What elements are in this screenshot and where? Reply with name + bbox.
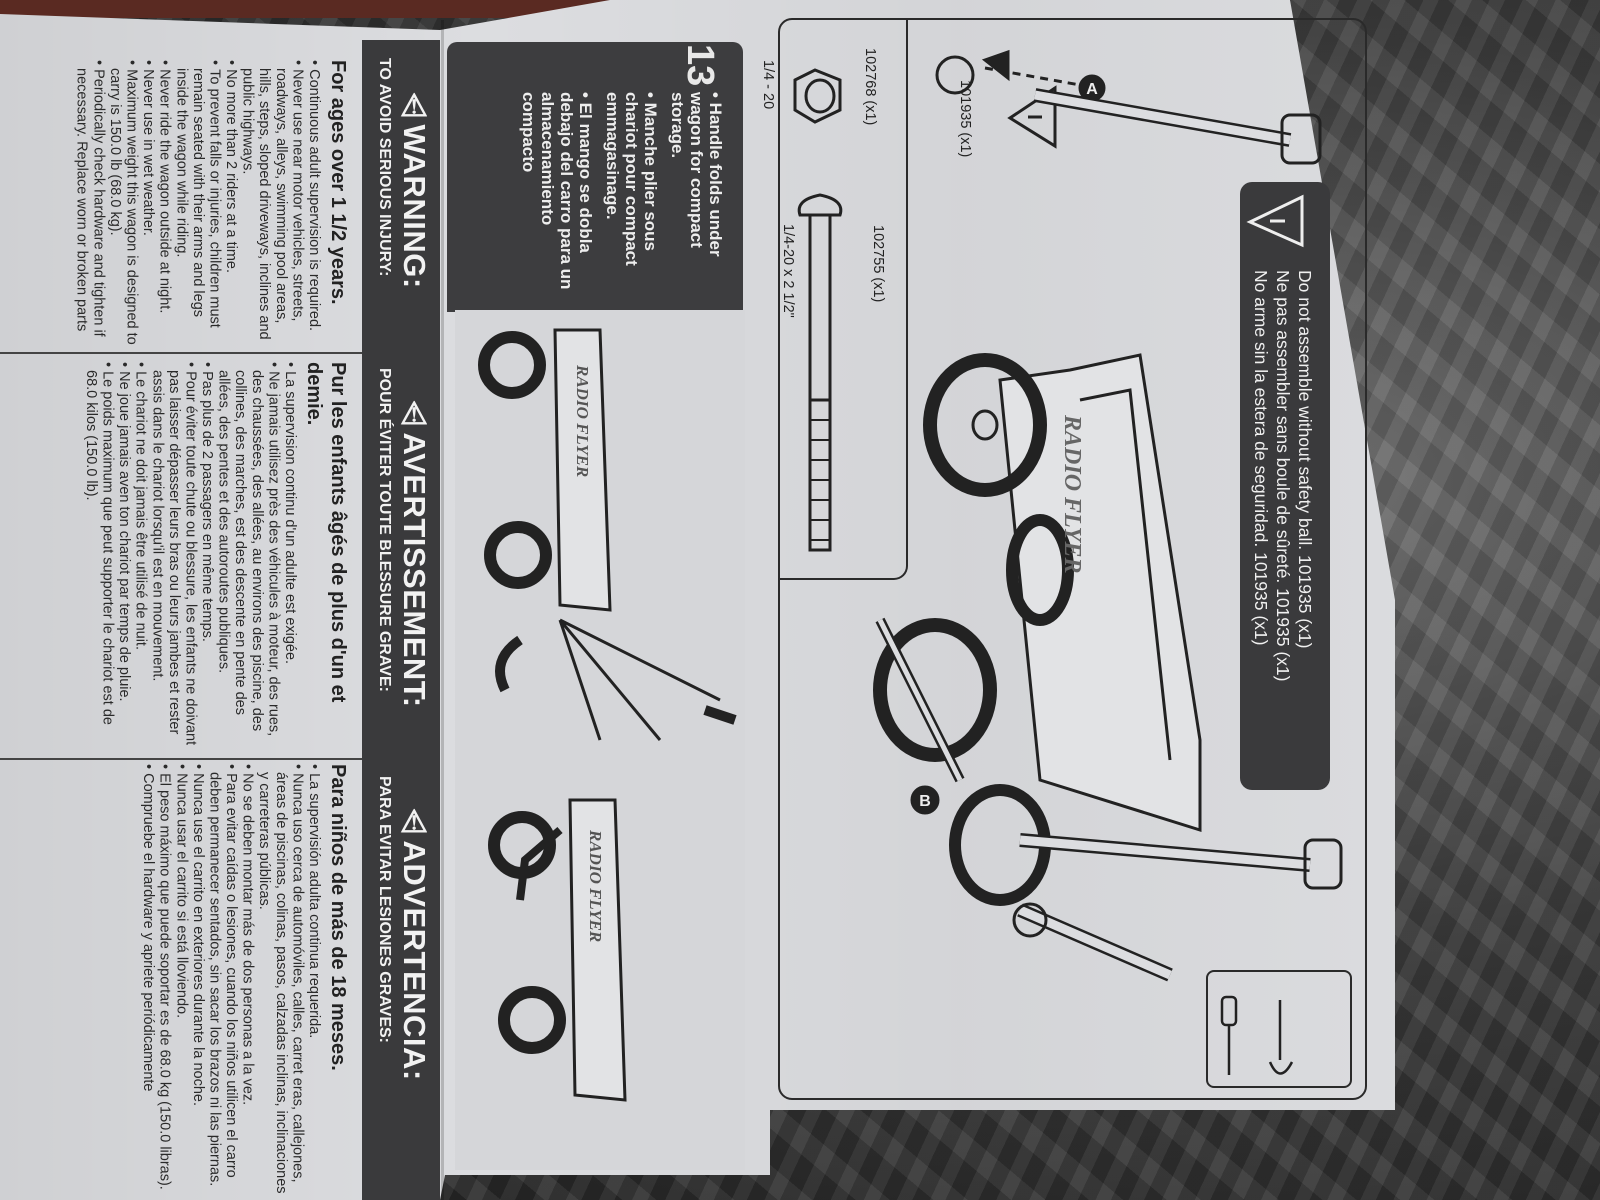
warning-subtitle: PARA EVITAR LESIONES GRAVES:	[376, 776, 393, 1043]
warning-header-english: ⚠WARNING: TO AVOID SERIOUS INJURY:	[362, 48, 440, 348]
warning-item: Periodically check hardware and tighten …	[73, 60, 107, 350]
callout-a: A	[1086, 81, 1098, 98]
warning-triangle-icon	[1007, 85, 1057, 149]
step-text-english: • Handle folds under wagon for compact s…	[668, 92, 725, 257]
part-size: 1/4-20 x 2 1/2"	[780, 224, 796, 318]
wheel	[484, 521, 552, 589]
screwdriver-icon	[1220, 995, 1238, 1075]
step-13-text: • Handle folds under wagon for compact s…	[500, 92, 725, 307]
warning-item: Maximum weight this wagon is designed to…	[106, 60, 140, 350]
warning-item: Never use in wet weather.	[139, 60, 156, 350]
wheel	[478, 331, 546, 399]
lock-nut-icon	[793, 68, 842, 124]
fold-line	[441, 20, 444, 1200]
warning-column-spanish: Para niños de más de 18 meses. La superv…	[0, 764, 352, 1196]
age-heading: Pur les enfants âgés de plus d'un et dem…	[303, 362, 349, 703]
warning-item: Nunca use el carrito en exteriores duran…	[189, 764, 206, 1196]
warning-header-bar	[362, 40, 440, 1200]
wagon-brand-logo: RADIO FLYER	[586, 830, 605, 943]
warning-item: Ne jamais utilisez près des véhicules à …	[215, 362, 282, 754]
warning-item: El peso máximo que puede soportar es de …	[156, 764, 173, 1196]
tools-required-box	[1206, 970, 1352, 1088]
warning-item: Para evitar caídas o lesiones, cuando lo…	[206, 764, 239, 1196]
warning-title: ⚠WARNING:	[397, 88, 432, 289]
age-heading: For ages over 1 1/2 years.	[327, 60, 349, 305]
wrench-icon	[1268, 1000, 1294, 1075]
step-text-french: • Manche plier sous chariot pour compact…	[603, 92, 660, 266]
part-size: 1/4 - 20	[760, 60, 776, 110]
safety-warning-line: Ne pas assembler sans boule de sûreté. 1…	[1273, 270, 1293, 682]
safety-warning-box: Do not assemble without safety ball. 101…	[1240, 182, 1330, 790]
wrench-icon	[1012, 902, 1173, 982]
warning-item: No more than 2 riders at a time.	[222, 60, 239, 350]
warning-triangle-icon	[1246, 194, 1304, 248]
warning-subtitle: TO AVOID SERIOUS INJURY:	[376, 58, 393, 277]
safety-warning-line: Do not assemble without safety ball. 101…	[1295, 270, 1315, 649]
warning-item: Continuous adult supervision is required…	[305, 60, 322, 350]
warning-title: ⚠AVERTISSEMENT:	[397, 396, 432, 708]
warning-item: Never use near motor vehicles, streets, …	[239, 60, 306, 350]
part-code: 102755 (x1)	[870, 225, 886, 303]
warning-title: ⚠ADVERTENCIA:	[397, 804, 432, 1081]
fold-arrow-icon	[495, 635, 523, 693]
column-divider	[0, 758, 362, 760]
wheel	[923, 353, 1047, 497]
parts-box	[778, 18, 908, 580]
assembly-diagram-frame	[778, 18, 1367, 1100]
part-code: 102768 (x1)	[862, 48, 878, 126]
wagon-illustration	[873, 353, 1343, 906]
warning-column-english: For ages over 1 1/2 years. Continuous ad…	[0, 60, 352, 350]
warning-item: Le poids maximum que peut supporter le c…	[82, 362, 116, 754]
callout-b-icon	[910, 785, 940, 815]
callout-b: B	[919, 793, 931, 810]
column-divider	[0, 352, 362, 354]
warning-list: Continuous adult supervision is required…	[73, 60, 322, 350]
wheel	[873, 618, 997, 762]
wagon-brand-logo: RADIO FLYER	[573, 365, 592, 478]
warning-item: Compruebe el hardware y apriete periódic…	[139, 764, 156, 1196]
wheel	[1006, 514, 1074, 626]
warning-subtitle: POUR ÉVITER TOUTE BLESSURE GRAVE:	[376, 368, 393, 692]
step-text-spanish: • El mango se dobla debajo del carro par…	[519, 92, 595, 290]
folded-wagon-illustration	[488, 798, 627, 1102]
age-heading: Para niños de más de 18 meses.	[327, 764, 349, 1071]
safety-ball-icon	[935, 55, 975, 95]
warning-item: Le chariot ne doit jamais être utilisé d…	[132, 362, 149, 754]
wheel	[498, 986, 566, 1054]
safety-warning-line: No arme sin la estera de seguridad. 1019…	[1251, 270, 1271, 646]
warning-list: La supervision continu d'un adulte est e…	[82, 362, 298, 754]
warning-item: Pour éviter toute chute ou blessure, les…	[149, 362, 198, 754]
handle-grip	[1303, 838, 1343, 890]
safety-warning-text: Do not assemble without safety ball. 101…	[1250, 270, 1316, 682]
warning-item: La supervisión adulta continua requerida…	[305, 764, 322, 1196]
warning-list: La supervisión adulta continua requerida…	[139, 764, 322, 1196]
step-number: 13	[679, 44, 721, 87]
warning-header-spanish: ⚠ADVERTENCIA: PARA EVITAR LESIONES GRAVE…	[362, 764, 440, 1200]
warning-item: Never ride the wagon outside at night.	[156, 60, 173, 350]
safety-ball-label: 101935 (x1)	[957, 80, 973, 158]
warning-item: No se deben montar más de dos personas a…	[239, 764, 256, 1196]
wagon-brand-logo: RADIO FLYER	[1059, 415, 1085, 574]
arrow-head-icon	[981, 49, 1010, 82]
folded-wagon-illustration	[478, 328, 737, 741]
handle-grip	[1280, 113, 1322, 165]
warning-item: Nunca usar el carrito si está lloviendo.	[173, 764, 189, 1196]
warning-item: To prevent falls or injuries, children m…	[173, 60, 222, 350]
warning-item: Ne joue jamais aven ton chariot par temp…	[115, 362, 132, 754]
warning-item: La supervision continu d'un adulte est e…	[281, 362, 298, 754]
warning-column-french: Pur les enfants âgés de plus d'un et dem…	[0, 362, 352, 754]
bolt-icon	[797, 193, 843, 552]
warning-header-french: ⚠AVERTISSEMENT: POUR ÉVITER TOUTE BLESSU…	[362, 356, 440, 756]
warning-item: Nunca uso cerca de automóviles, calles, …	[256, 764, 305, 1196]
screwdriver-icon	[875, 617, 965, 783]
warning-item: Pas plus de 2 passagers en même temps.	[198, 362, 215, 754]
step-13-panel	[447, 42, 743, 312]
